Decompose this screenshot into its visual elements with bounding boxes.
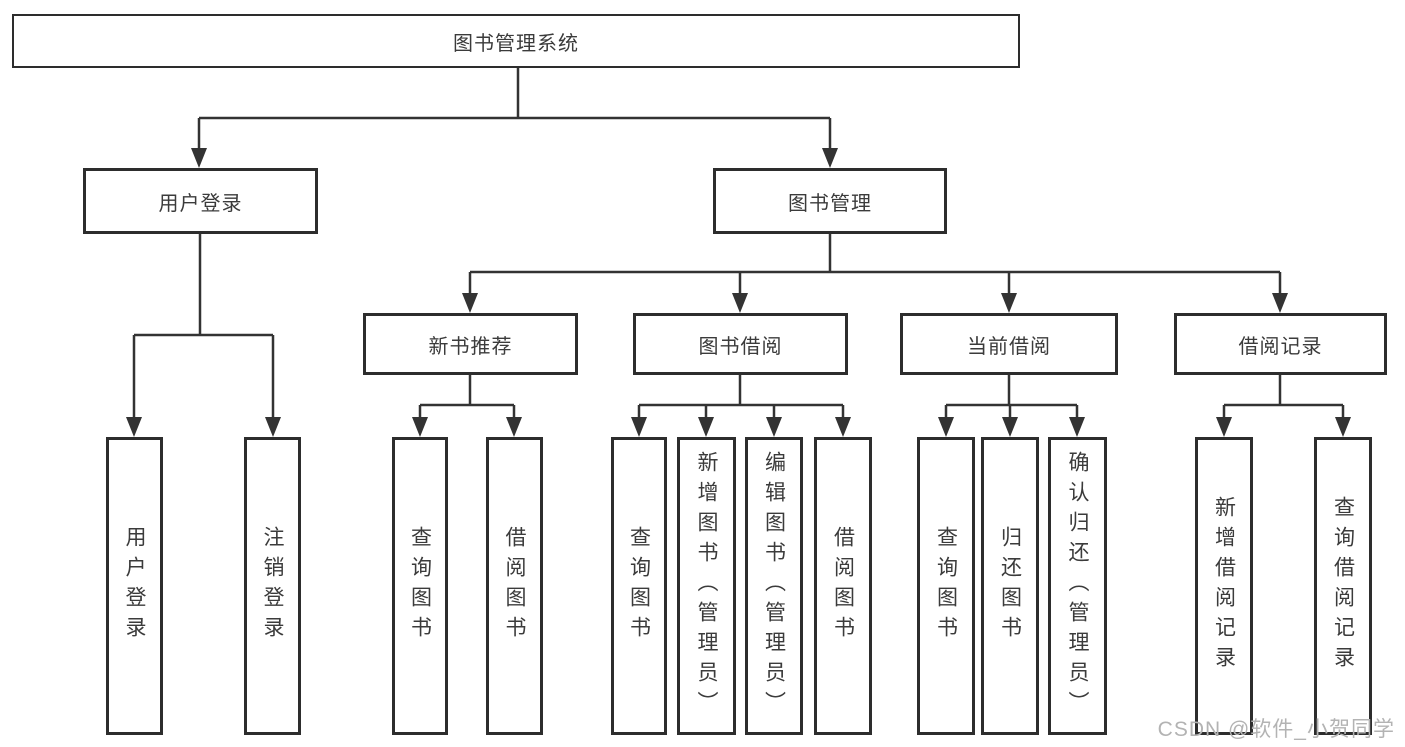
node-book-borrow: 图书借阅 [633,313,848,375]
leaf-br-query-record: 查询借阅记录 [1314,437,1372,735]
node-user-login: 用户登录 [83,168,318,234]
leaf-bb-borrow-book: 借阅图书 [814,437,872,735]
node-new-book-recommend: 新书推荐 [363,313,578,375]
leaf-user-login: 用户登录 [106,437,163,735]
leaf-br-add-record: 新增借阅记录 [1195,437,1253,735]
leaf-cb-query-book: 查询图书 [917,437,975,735]
leaf-cb-confirm-return-admin: 确认归还（管理员） [1048,437,1107,735]
leaf-cb-return-book: 归还图书 [981,437,1039,735]
node-root-system: 图书管理系统 [12,14,1020,68]
node-current-borrow: 当前借阅 [900,313,1118,375]
leaf-rec-query-book: 查询图书 [392,437,448,735]
leaf-rec-borrow-book: 借阅图书 [486,437,543,735]
leaf-bb-add-book-admin: 新增图书（管理员） [677,437,736,735]
node-book-management: 图书管理 [713,168,947,234]
node-borrow-records: 借阅记录 [1174,313,1387,375]
leaf-logout: 注销登录 [244,437,301,735]
leaf-bb-query-book: 查询图书 [611,437,667,735]
leaf-bb-edit-book-admin: 编辑图书（管理员） [745,437,803,735]
csdn-watermark: CSDN @软件_小贺同学 [1157,718,1395,741]
